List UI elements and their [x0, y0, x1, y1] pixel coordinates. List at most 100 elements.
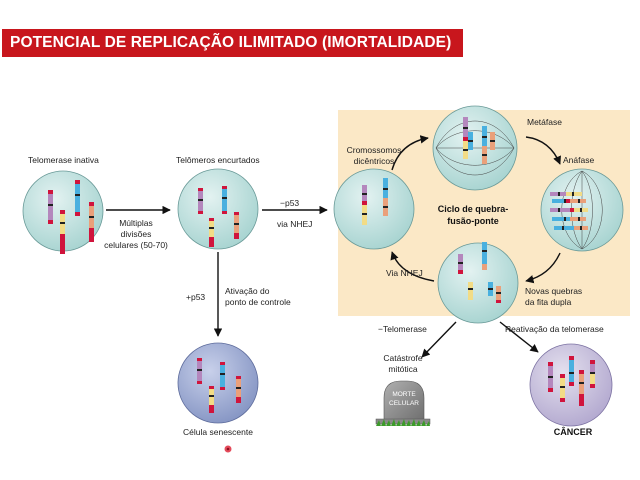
chromosome-segment [468, 132, 473, 140]
chromosome-segment [490, 132, 495, 140]
chromosome-segment [560, 374, 565, 378]
chromosome-segment [579, 374, 584, 382]
label-dicentric-2: dicêntricos [354, 156, 395, 166]
chromosome-segment [220, 373, 225, 375]
tombstone-text-2: CELULAR [389, 400, 419, 407]
label-telomerase-inactive: Telomerase inativa [28, 155, 99, 165]
label-cycle-1: Ciclo de quebra- [438, 204, 509, 214]
arrow-group [106, 135, 561, 358]
chromosome-segment [488, 290, 493, 296]
cell-dicentric [333, 168, 415, 250]
arrow-to-new-breaks [525, 252, 561, 284]
chromosome-segment [458, 270, 463, 274]
chromosome-segment [234, 233, 239, 239]
chromosome-segment [209, 221, 214, 227]
chromosome-group [48, 117, 595, 413]
label-metaphase: Metáfase [527, 117, 562, 127]
chromosome-segment [468, 282, 473, 288]
chromosome-segment [463, 117, 468, 127]
chromosome-segment [496, 292, 501, 294]
chromosome-segment [198, 199, 203, 201]
chromosome-segment [60, 214, 65, 222]
chromosome-segment [564, 217, 566, 221]
chromosome-segment [198, 201, 203, 211]
chromosome-segment [220, 365, 225, 373]
chromosome-segment [578, 199, 580, 203]
chromosome-segment [560, 378, 565, 386]
chromosome-segment [554, 226, 562, 230]
chromosome-segment [562, 226, 564, 230]
slide-title: POTENCIAL DE REPLICAÇÃO ILIMITADO (IMORT… [2, 29, 463, 57]
chromosome-segment [220, 362, 225, 365]
chromosome-segment [564, 226, 574, 230]
chromosome-segment [548, 366, 553, 376]
chromosome-segment [580, 217, 586, 221]
chromosome-segment [572, 192, 574, 196]
label-cycle-2: fusão-ponte [447, 216, 499, 226]
label-cancer: CÂNCER [554, 426, 593, 437]
label-via-nhej-cycle: Via NHEJ [386, 268, 423, 278]
chromosome-segment [482, 146, 487, 154]
chromosome-segment [482, 138, 487, 146]
chromosome-segment [197, 358, 202, 361]
chromosome-segment [569, 356, 574, 360]
label-anaphase: Anáfase [563, 155, 594, 165]
label-activation-1: Ativação do [225, 286, 270, 296]
chromosome-segment [579, 382, 584, 384]
label-new-breaks-1: Novas quebras [525, 286, 582, 296]
chromosome-segment [362, 185, 367, 193]
label-minus-p53: −p53 [280, 198, 299, 208]
chromosome-segment [198, 191, 203, 199]
chromosome-segment [463, 127, 468, 129]
chromosome-segment [463, 137, 468, 141]
chromosome-segment [222, 197, 227, 199]
chromosome-segment [579, 370, 584, 374]
chromosome-segment [574, 208, 580, 212]
label-shortened-telomeres: Telômeros encurtados [176, 155, 260, 165]
chromosome-segment [468, 290, 473, 300]
label-plus-p53: +p53 [186, 292, 205, 302]
chromosome-segment [209, 227, 214, 229]
chromosome-segment [75, 184, 80, 194]
chromosome-segment [548, 388, 553, 392]
chromosome-segment [220, 375, 225, 387]
chromosome-segment [590, 360, 595, 364]
chromosome-segment [197, 361, 202, 369]
chromosome-segment [488, 282, 493, 288]
chromosome-segment [209, 395, 214, 397]
chromosome-segment [548, 376, 553, 378]
chromosome-segment [468, 140, 473, 142]
chromosome-segment [550, 192, 558, 196]
chromosome-segment [590, 384, 595, 388]
chromosome-segment [197, 371, 202, 381]
label-catastrophe-1: Catástrofe [383, 353, 422, 363]
chromosome-segment [490, 142, 495, 150]
label-new-breaks-2: da fita dupla [525, 297, 572, 307]
label-reactivation: Reativação da telomerase [505, 324, 604, 334]
cell-senescent [177, 342, 259, 424]
chromosome-segment [60, 222, 65, 224]
chromosome-segment [560, 386, 565, 388]
chromosome-segment [222, 199, 227, 211]
chromosome-segment [579, 394, 584, 406]
chromosome-segment [548, 378, 553, 388]
chromosome-segment [458, 264, 463, 270]
chromosome-segment [236, 389, 241, 397]
chromosome-segment [209, 218, 214, 221]
chromosome-segment [222, 186, 227, 189]
chromosome-segment [60, 224, 65, 234]
chromosome-segment [75, 196, 80, 212]
chromosome-segment [362, 213, 367, 215]
chromosome-segment [574, 226, 580, 230]
chromosome-segment [236, 397, 241, 403]
chromosome-segment [209, 397, 214, 405]
chromosome-segment [570, 199, 578, 203]
chromosome-segment [582, 208, 588, 212]
chromosome-segment [236, 376, 241, 379]
chromosome-segment [496, 286, 501, 292]
chromosome-segment [569, 374, 574, 382]
chromosome-segment [209, 237, 214, 247]
arrow-via-nhej [390, 251, 435, 282]
chromosome-segment [488, 288, 493, 290]
chromosome-segment [48, 206, 53, 220]
